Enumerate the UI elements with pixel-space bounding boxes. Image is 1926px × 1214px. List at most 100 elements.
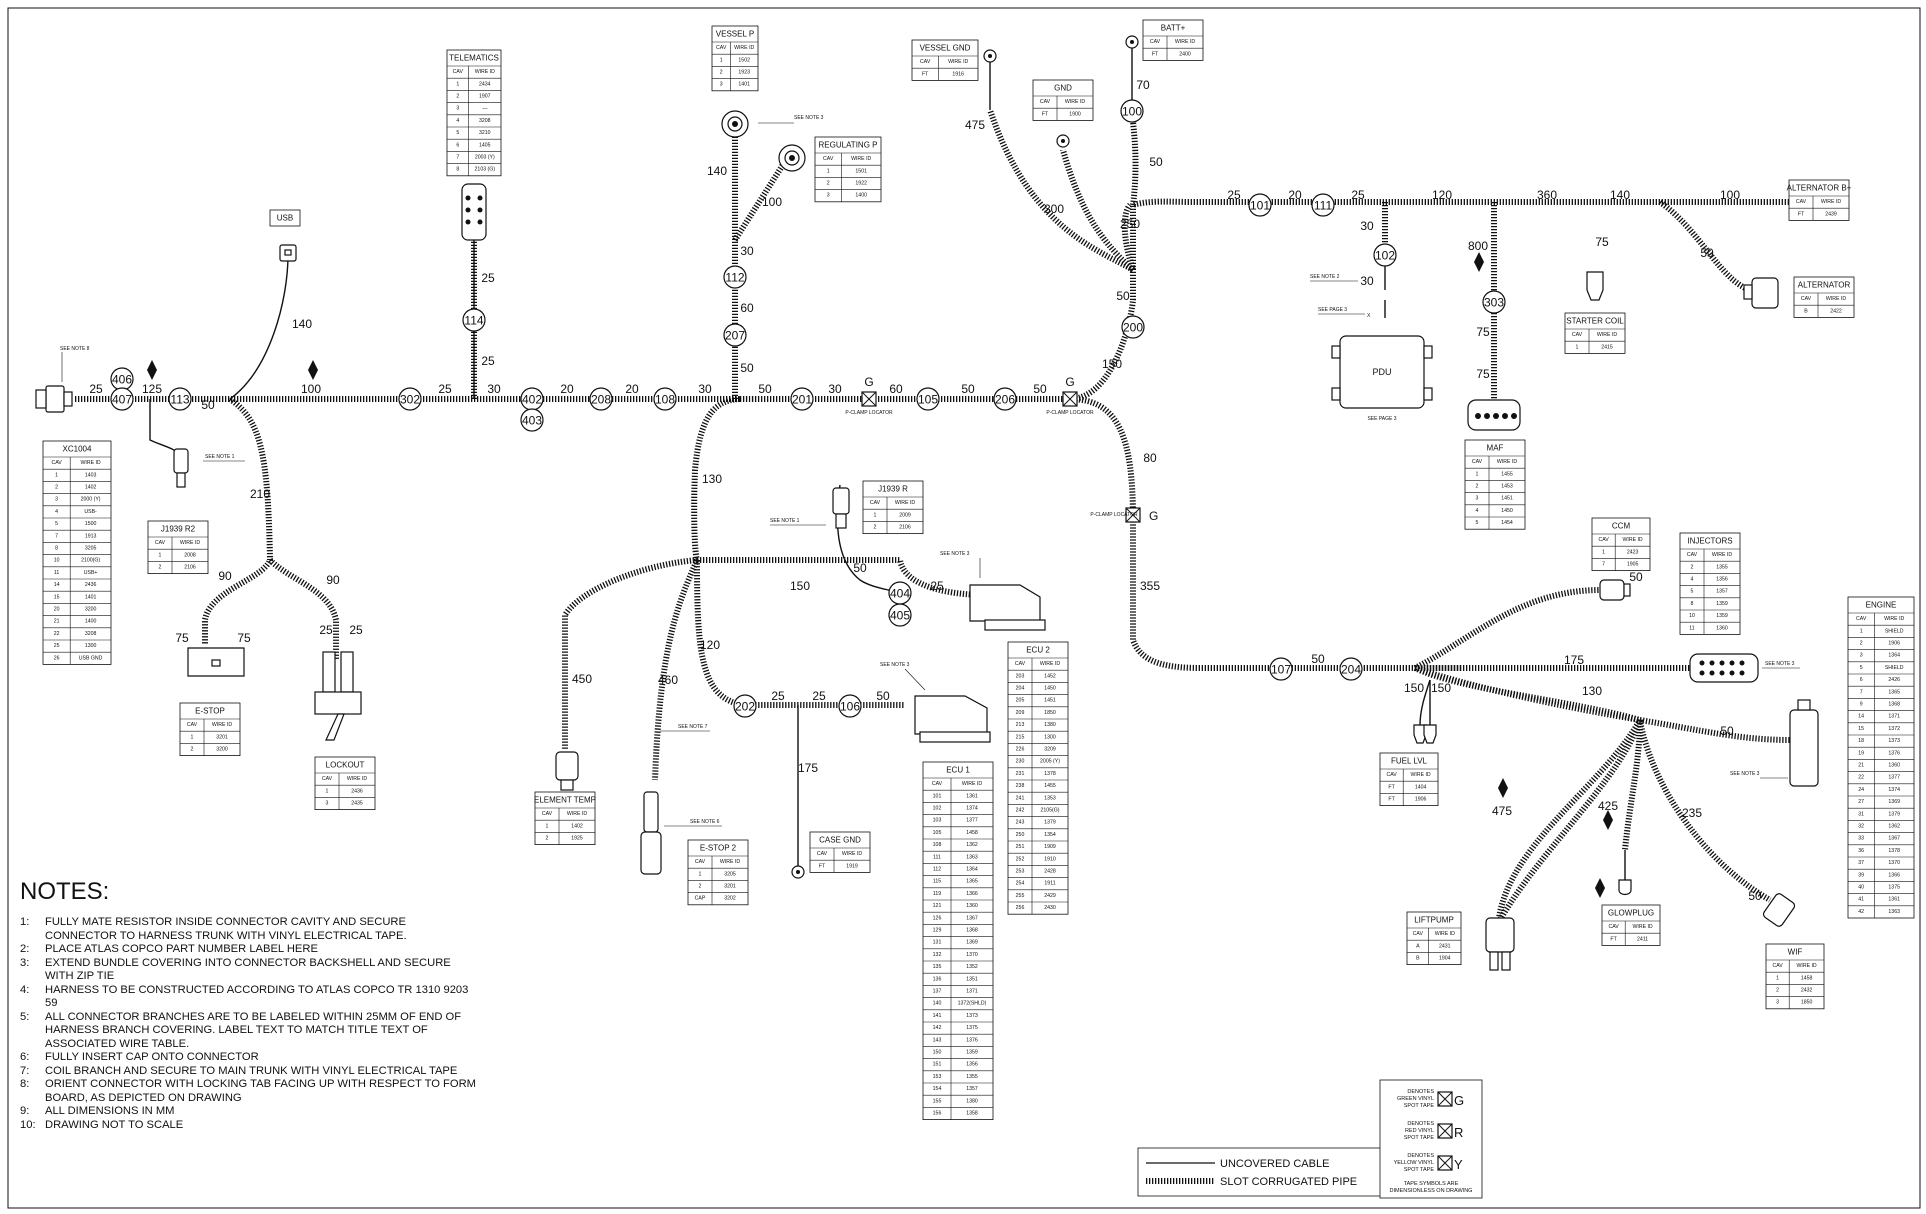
wire-table-cav: CAV [1608,924,1619,930]
wire-table-cav: CAV [1150,39,1161,45]
wire-table-wire-id: 1911 [1044,881,1055,887]
wire-table-cav: CAV [1796,199,1807,205]
p-clamp-label-1: P-CLAMP LOCATOR [845,410,893,416]
wire-table-wire-id: 1359 [1716,601,1728,607]
legend-y-letter: Y [1454,1157,1463,1172]
wire-table-cav: 230 [1016,759,1025,765]
note-number: 10: [20,1118,36,1131]
wire-table-wire-id: 1906 [1415,797,1427,803]
wire-table-wire-id: WIRE ID [720,859,740,865]
wire-table-cav: 2 [159,565,162,571]
wire-table-cav: 3 [827,193,830,199]
wire-table-cav: 243 [1016,820,1025,826]
tape-letter-g-2: G [1065,375,1074,389]
wire-table-cav: 39 [1858,872,1864,878]
wire-table-cav: 9 [1860,702,1863,708]
wire-table-wire-id: WIRE ID [1623,537,1643,543]
wire-table-cav: 126 [933,915,942,921]
wire-table-wire-id: 1450 [1501,508,1513,514]
segment-length: 450 [572,672,592,686]
wire-table-cav: 4 [1691,577,1694,583]
p-clamp-label-2: P-CLAMP LOCATOR [1046,410,1094,416]
junction-node: 407 [110,387,134,411]
segment-length: 30 [828,382,842,396]
junction-node: 106 [838,694,862,718]
wire-table-wire-id: 1458 [1801,975,1813,981]
see-page-3-pdu: SEE PAGE 3 [1367,416,1396,422]
legend: UNCOVERED CABLE SLOT CORRUGATED PIPE DEN… [1137,1079,1483,1199]
wire-table-cav: 231 [1016,771,1025,777]
junction-node-id: 406 [112,373,132,387]
note-text: FULLY MATE RESISTOR INSIDE CONNECTOR CAV… [45,916,407,942]
wif-connector-icon [1762,893,1796,927]
wire-table-wire-id: 1405 [479,142,491,148]
see-note-3-engine: SEE NOTE 3 [1730,771,1760,777]
liftpump-connector-icon [1485,917,1515,971]
wire-table-wire-id: 1375 [1888,885,1900,891]
see-note-2-pdu: SEE NOTE 2 [1310,274,1340,280]
wire-table-cav: 142 [933,1025,942,1031]
wire-table-cav: CAV [870,500,881,506]
wire-table-wire-id: 2415 [1601,344,1613,350]
wire-table-cav: 154 [933,1086,942,1092]
wire-table-wire-id: 1501 [855,168,867,174]
wire-table-wire-id: 1451 [1501,496,1513,502]
wire-table-wire-id: 1402 [571,823,583,829]
wire-table-cav: FT [922,71,929,77]
wire-table-title: BATT+ [1161,24,1186,33]
wire-table-cav: 103 [933,818,942,824]
wire-table-cav: 1 [699,871,702,877]
wire-table-cav: 3 [456,106,459,112]
segment-length: 30 [1360,219,1374,233]
wire-table-cav: 111 [933,854,941,860]
see-page-3-link: SEE PAGE 3 [1318,307,1347,313]
wire-table-wire-id: 1360 [966,903,978,909]
wire-table-wire-id: 1370 [1888,860,1900,866]
segment-length: 75 [175,631,189,645]
junction-node-id: 108 [655,393,675,407]
wire-table-wire-id: 3209 [1044,747,1056,753]
wire-table-cav: CAV [716,45,727,51]
junction-node: 107 [1269,657,1293,681]
segment-length: 60 [889,382,903,396]
note-number: 9: [20,1105,30,1117]
wire-table-cav: 2 [699,884,702,890]
segment-length: 150 [1102,357,1122,371]
wire-table-wire-id: WIRE ID [1821,199,1841,205]
engine-connector-icon [1789,699,1819,787]
segment-length: 75 [237,631,251,645]
wire-table-cav: 8 [456,167,459,173]
wire-table-wire-id: 1455 [1501,471,1513,477]
wire-table-wire-id: 3201 [724,884,736,890]
junction-node: 405 [888,603,912,627]
wire-table-cav: CAV [1687,552,1698,558]
wire-table-wire-id: 1455 [1044,783,1056,789]
segment-length: 25 [481,271,495,285]
wire-table-cav: 135 [933,964,942,970]
junction-node-id: 407 [112,393,132,407]
note-text: HARNESS TO BE CONSTRUCTED ACCORDING TO A… [45,983,469,1010]
wire-table-cav: 213 [1016,722,1025,728]
wire-table-cav: 3 [720,82,723,88]
wire-table-wire-id: 1369 [966,940,978,946]
wire-table-wire-id: 1371 [966,989,978,995]
wire-table-wire-id: 1919 [846,863,858,869]
see-note-8-xc1004: SEE NOTE 8 [60,346,90,352]
note-item: 2:PLACE ATLAS COPCO PART NUMBER LABEL HE… [20,943,480,957]
glowplug-terminal-icon [1618,879,1632,896]
wire-table-cav: 4 [456,118,459,124]
wire-table-title: USB [277,214,293,223]
wire-table-cav: 4 [55,509,58,515]
wire-table-cav: CAV [1801,296,1812,302]
wire-table-cav: 136 [933,976,942,982]
wire-table-cav: 5 [55,521,58,527]
wire-table-wire-id: 2008 [184,552,196,558]
case-gnd-ring-icon [791,850,805,879]
wire-table-wire-id: 1400 [855,193,867,199]
wire-table-cav: 5 [1860,665,1863,671]
fuel-lvl-terminals-icon [1413,724,1437,744]
wire-table-cav: 2 [720,70,723,76]
